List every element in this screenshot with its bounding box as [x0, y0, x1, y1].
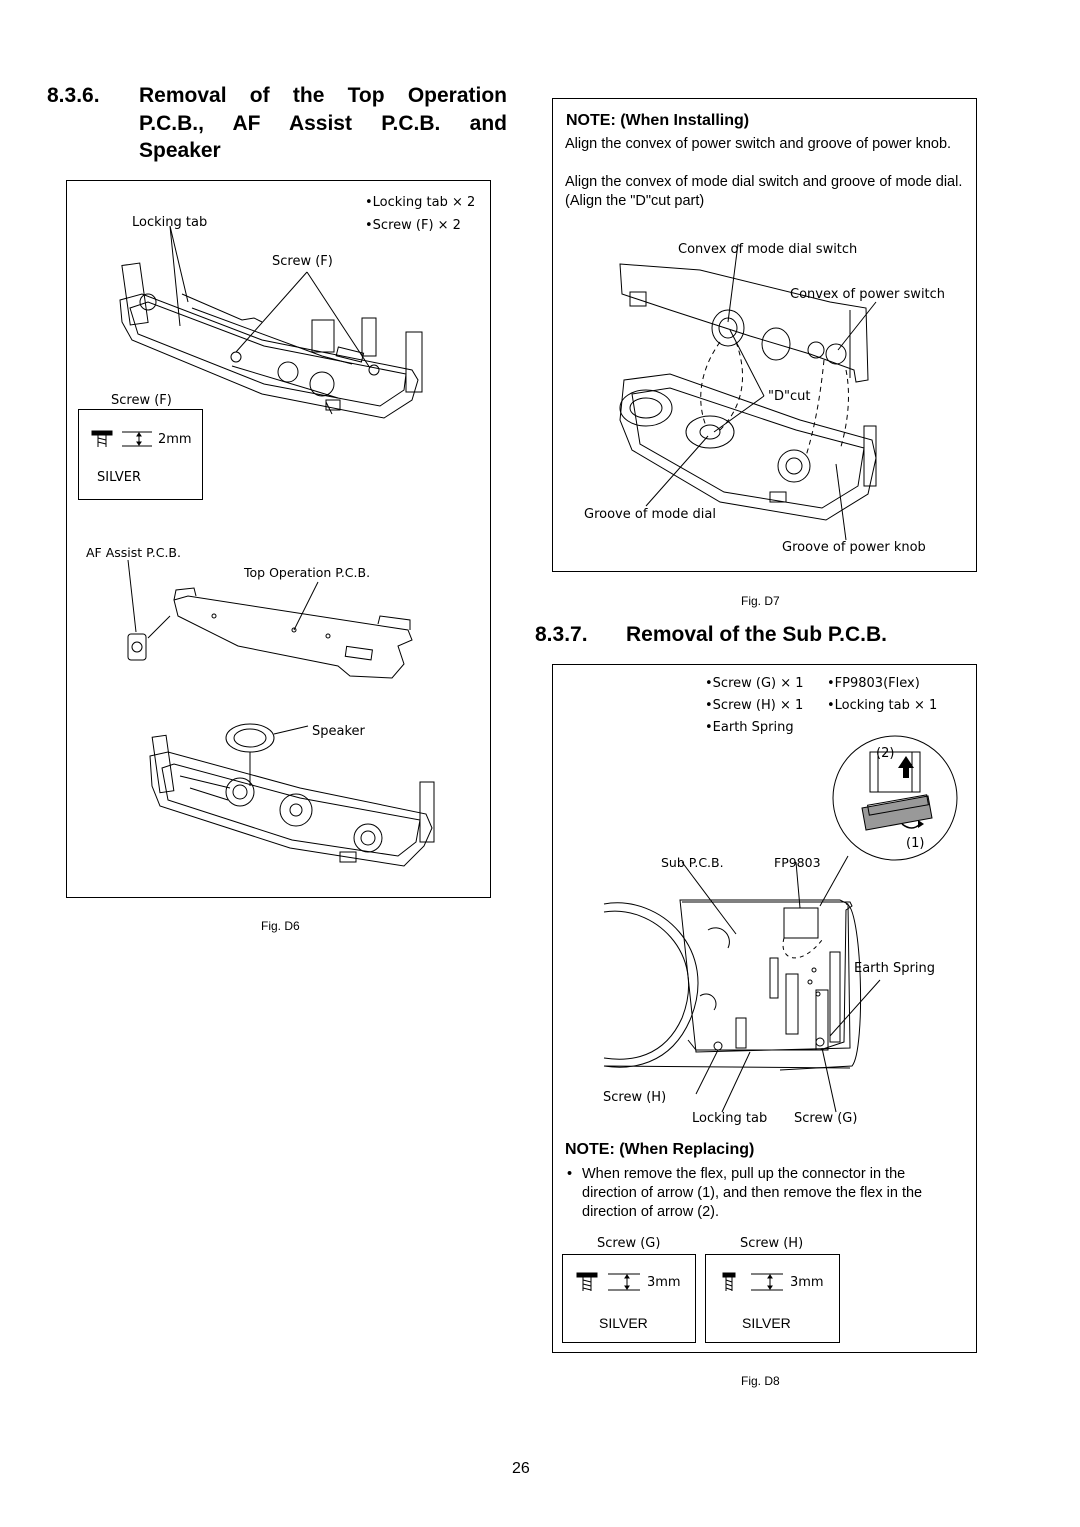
- fig-d8-caption: Fig. D8: [741, 1374, 780, 1388]
- screw-f-size: 2mm: [158, 432, 192, 447]
- fig-d8-bullet-locking-tab: •Locking tab × 1: [827, 698, 938, 713]
- section-836-title-line-3: Speaker: [139, 139, 221, 162]
- screw-icon: [576, 1272, 598, 1297]
- length-gauge-icon: [121, 431, 153, 452]
- fig-d8-label-fp9803: FP9803: [774, 855, 821, 870]
- page-number: 26: [512, 1460, 530, 1477]
- fig-d8-note-heading: NOTE: (When Replacing): [565, 1141, 755, 1158]
- fig-d7-note-line-2: Align the convex of mode dial switch and…: [565, 174, 963, 209]
- fig-d6-label-af-assist: AF Assist P.C.B.: [86, 545, 181, 560]
- fig-d8-note-bullet: •: [567, 1166, 573, 1182]
- fig-d8-label-screw-h: Screw (H): [603, 1090, 667, 1105]
- sub-pcb-chassis-illustration: [600, 870, 900, 1100]
- screw-icon: [722, 1272, 736, 1297]
- fig-d6-label-screw-f-box: Screw (F): [111, 393, 172, 408]
- section-836-title-line-1: Removal of the Top Operation: [139, 84, 507, 107]
- section-837-number: 8.3.7.: [535, 623, 588, 646]
- fig-d8-label-step1: (1): [906, 836, 925, 851]
- screw-h-size: 3mm: [790, 1275, 824, 1290]
- fig-d7-label-groove-power: Groove of power knob: [782, 540, 926, 555]
- length-gauge-icon: [607, 1273, 641, 1296]
- fig-d6-label-top-operation: Top Operation P.C.B.: [244, 565, 371, 580]
- screw-g-spec-box: 3mm SILVER: [562, 1254, 696, 1343]
- fig-d8-label-sub-pcb: Sub P.C.B.: [661, 855, 724, 870]
- length-gauge-icon: [750, 1273, 784, 1296]
- screw-icon: [91, 430, 113, 453]
- screw-h-spec-label: Screw (H): [740, 1236, 804, 1251]
- fig-d7-note-line-1: Align the convex of power switch and gro…: [565, 136, 952, 152]
- screw-h-color: SILVER: [742, 1315, 791, 1331]
- fig-d7-label-convex-mode: Convex of mode dial switch: [678, 242, 858, 257]
- connector-detail-illustration: [832, 738, 962, 856]
- section-836-title-line-2: P.C.B., AF Assist P.C.B. and: [139, 112, 507, 135]
- screw-f-color: SILVER: [97, 470, 142, 485]
- fig-d7-label-groove-mode: Groove of mode dial: [584, 507, 716, 522]
- fig-d8-bullet-screw-h: •Screw (H) × 1: [705, 698, 804, 713]
- fig-d6-bullet-locking-tab: •Locking tab × 2: [365, 195, 476, 210]
- top-operation-pcb-illustration: [118, 560, 438, 700]
- fig-d7-frame: [552, 98, 977, 572]
- fig-d8-bullet-earth-spring: •Earth Spring: [705, 720, 794, 735]
- fig-d7-label-dcut: "D"cut: [768, 389, 811, 404]
- fig-d6-caption: Fig. D6: [261, 919, 300, 933]
- mode-dial-alignment-illustration: [610, 250, 880, 540]
- fig-d8-label-locking-tab: Locking tab: [692, 1111, 768, 1126]
- fig-d8-label-screw-g: Screw (G): [794, 1111, 858, 1126]
- fig-d7-label-convex-power: Convex of power switch: [790, 287, 946, 302]
- section-837-title: Removal of the Sub P.C.B.: [626, 623, 887, 646]
- screw-f-spec-box: 2mm SILVER: [78, 409, 203, 500]
- fig-d8-frame: [552, 664, 977, 1353]
- speaker-chassis-illustration: [140, 716, 440, 886]
- fig-d6-label-locking-tab: Locking tab: [132, 215, 208, 230]
- screw-g-color: SILVER: [599, 1315, 648, 1331]
- fig-d8-bullet-fp9803: •FP9803(Flex): [827, 676, 920, 691]
- fig-d6-label-screw-f-top: Screw (F): [272, 254, 333, 269]
- fig-d8-note-text: When remove the flex, pull up the connec…: [582, 1166, 923, 1220]
- fig-d8-bullet-screw-g: •Screw (G) × 1: [705, 676, 804, 691]
- screw-g-spec-label: Screw (G): [597, 1236, 661, 1251]
- fig-d6-frame: [66, 180, 491, 898]
- fig-d8-label-earth-spring: Earth Spring: [854, 961, 935, 976]
- fig-d7-note-heading: NOTE: (When Installing): [566, 112, 750, 129]
- screw-g-size: 3mm: [647, 1275, 681, 1290]
- fig-d6-label-speaker: Speaker: [312, 724, 365, 739]
- screw-h-spec-box: 3mm SILVER: [705, 1254, 840, 1343]
- fig-d7-caption: Fig. D7: [741, 594, 780, 608]
- section-836-number: 8.3.6.: [47, 84, 100, 107]
- top-chassis-illustration: [112, 222, 432, 432]
- fig-d8-label-step2: (2): [876, 746, 895, 761]
- fig-d6-bullet-screw-f: •Screw (F) × 2: [365, 218, 461, 233]
